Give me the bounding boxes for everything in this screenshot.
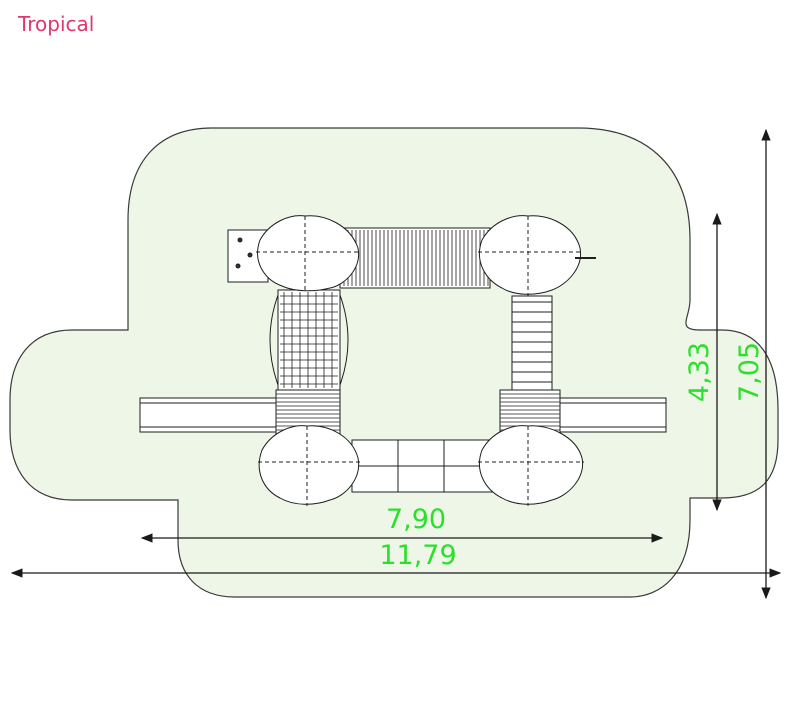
climbing-net [277,289,341,391]
tower-roof-bottom-left [258,425,360,506]
outer-width-label: 11,79 [379,540,456,571]
dimension-lines [10,128,782,600]
outer-height-label: 7,05 [734,342,765,402]
play-structure [139,215,667,506]
slide-left [139,397,279,433]
tower-roof-top-left [256,215,360,292]
top-bridge [339,227,491,289]
inner-height-label: 4,33 [684,342,715,402]
inner-width-label: 7,90 [386,504,446,535]
safety-zone [9,127,779,598]
tower-roof-bottom-right [478,425,584,506]
tower-roof-top-right [478,215,596,296]
slide-right [559,397,667,433]
ladder [511,295,553,391]
product-title: Tropical [18,12,95,36]
